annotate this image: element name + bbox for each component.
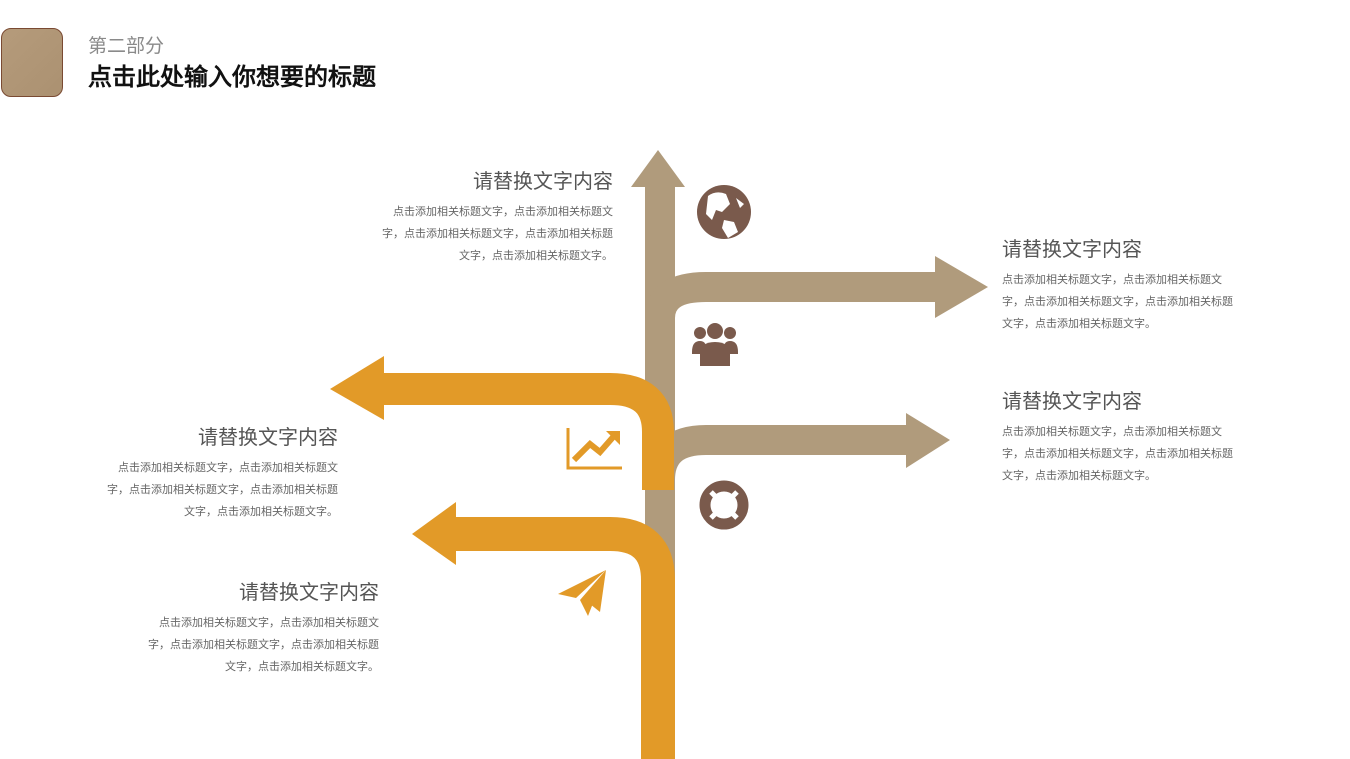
lifebuoy-icon <box>699 480 749 530</box>
text-block-lower-right: 请替换文字内容 点击添加相关标题文字，点击添加相关标题文字，点击添加相关标题文字… <box>1002 387 1242 487</box>
item-body: 点击添加相关标题文字，点击添加相关标题文字，点击添加相关标题文字，点击添加相关标… <box>148 616 379 673</box>
item-heading: 请替换文字内容 <box>473 169 613 193</box>
arrow-left-lower <box>450 517 675 759</box>
arrow-right-upper-head <box>935 256 988 318</box>
arrow-left-upper <box>374 373 674 490</box>
item-body: 点击添加相关标题文字，点击添加相关标题文字，点击添加相关标题文字，点击添加相关标… <box>107 461 338 518</box>
section-label: 第二部分 <box>88 35 165 57</box>
arrow-left-upper-head <box>330 356 384 420</box>
item-body: 点击添加相关标题文字，点击添加相关标题文字，点击添加相关标题文字，点击添加相关标… <box>1002 273 1233 330</box>
item-heading: 请替换文字内容 <box>1002 237 1142 261</box>
people-icon <box>692 323 738 366</box>
globe-icon <box>697 185 751 239</box>
text-block-upper-right: 请替换文字内容 点击添加相关标题文字，点击添加相关标题文字，点击添加相关标题文字… <box>1002 235 1242 335</box>
item-heading: 请替换文字内容 <box>239 580 379 604</box>
item-body: 点击添加相关标题文字，点击添加相关标题文字，点击添加相关标题文字，点击添加相关标… <box>382 205 613 262</box>
arrow-left-lower-head <box>412 502 456 565</box>
arrow-up-head <box>631 150 685 187</box>
text-block-top-left: 请替换文字内容 点击添加相关标题文字，点击添加相关标题文字，点击添加相关标题文字… <box>373 167 613 267</box>
paper-plane-icon <box>558 570 606 616</box>
text-block-middle-left: 请替换文字内容 点击添加相关标题文字，点击添加相关标题文字，点击添加相关标题文字… <box>98 423 338 523</box>
arrow-right-lower-head <box>906 413 950 468</box>
page-title: 点击此处输入你想要的标题 <box>88 63 376 91</box>
arrow-right-lower <box>645 425 910 580</box>
item-body: 点击添加相关标题文字，点击添加相关标题文字，点击添加相关标题文字，点击添加相关标… <box>1002 425 1233 482</box>
arrow-right-upper <box>645 272 940 330</box>
chart-trend-icon <box>566 428 622 470</box>
section-badge <box>1 28 63 97</box>
item-heading: 请替换文字内容 <box>1002 389 1142 413</box>
item-heading: 请替换文字内容 <box>198 425 338 449</box>
text-block-bottom-left: 请替换文字内容 点击添加相关标题文字，点击添加相关标题文字，点击添加相关标题文字… <box>139 578 379 678</box>
